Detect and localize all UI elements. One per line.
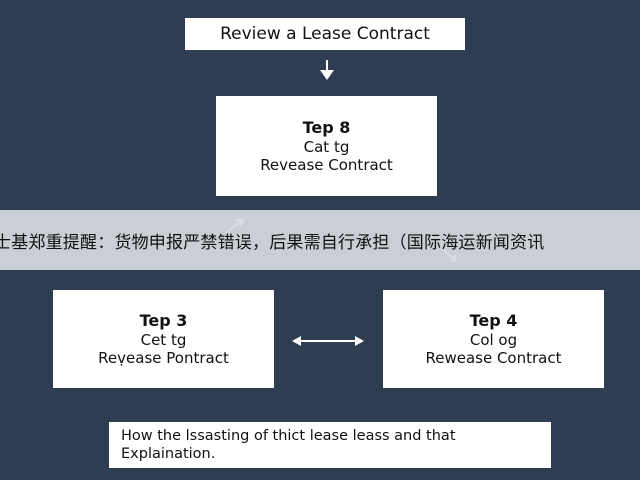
step-8-line-1: Cat tg [303,137,350,156]
step-3-title: Tep 3 [139,311,188,331]
title-box: Review a Lease Contract [185,18,465,50]
note-line-2: Explaination. [121,446,216,462]
step-3-line-1: Cet tg [140,330,187,349]
step-4-title: Tep 4 [469,311,518,331]
arrow-down-icon [320,60,334,80]
step-8-line-2: Revease Contract [260,155,393,174]
note-line-1: How the lssasting of thict lease leass a… [121,427,456,444]
step-8-title: Tep 8 [302,118,351,138]
notice-banner: 士基郑重提醒：货物申报严禁错误，后果需自行承担（国际海运新闻资讯 [0,210,640,270]
step-3-line-2: Reṿease Pontract [98,348,229,367]
note-box: How the lssasting of thict lease leass a… [109,422,551,468]
step-4-line-1: Col og [469,330,518,349]
step-8-box: Tep 8 Cat tg Revease Contract [216,96,437,196]
step-4-line-2: Rewease Contract [425,348,562,367]
step-3-box: Tep 3 Cet tg Reṿease Pontract [53,290,274,388]
banner-text: 士基郑重提醒：货物申报严禁错误，后果需自行承担（国际海运新闻资讯 [0,232,545,253]
arrow-double-horizontal-icon [292,336,364,346]
diagram-title: Review a Lease Contract [220,24,430,44]
step-4-box: Tep 4 Col og Rewease Contract [383,290,604,388]
